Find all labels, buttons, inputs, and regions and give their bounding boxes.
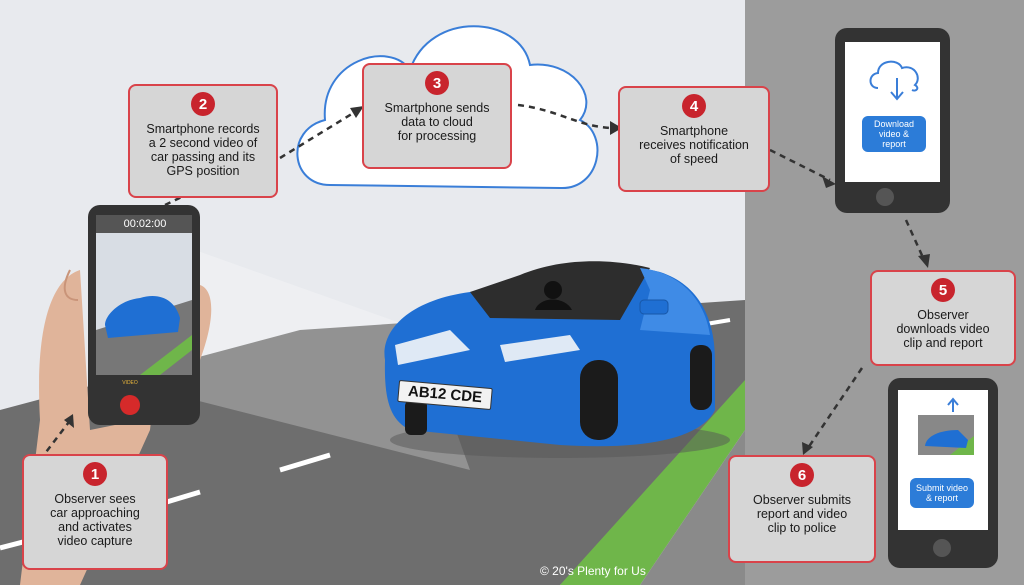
road-edge <box>640 430 745 585</box>
arrow-5-to-6 <box>806 367 864 449</box>
phone-3 <box>888 378 998 568</box>
arrow-heads <box>64 106 930 455</box>
recording-timer: 00:02:00 <box>123 218 167 230</box>
step-2-text: Smartphone records a 2 second video of c… <box>146 122 260 178</box>
arrow-4-to-phone <box>769 148 831 182</box>
phone-1 <box>88 205 200 425</box>
step-3-box: 3 Smartphone sends data to cloud for pro… <box>362 63 512 169</box>
upload-arrow-icon <box>947 397 959 412</box>
road-marking <box>279 452 331 473</box>
step-3-badge: 3 <box>425 71 449 95</box>
step-1-text: Observer sees car approaching and activa… <box>50 492 140 548</box>
step-6-text: Observer submits report and video clip t… <box>753 493 851 535</box>
step-4-text: Smartphone receives notification of spee… <box>639 124 749 166</box>
record-mode-label: VIDEO <box>122 380 138 386</box>
step-6-badge: 6 <box>790 463 814 487</box>
step-1-box: 1 Observer sees car approaching and acti… <box>22 454 168 570</box>
step-4-badge: 4 <box>682 94 706 118</box>
step-6-box: 6 Observer submits report and video clip… <box>728 455 876 563</box>
download-report-button[interactable]: Download video & report <box>862 116 926 152</box>
step-1-badge: 1 <box>83 462 107 486</box>
blue-car <box>384 261 730 458</box>
step-2-box: 2 Smartphone records a 2 second video of… <box>128 84 278 198</box>
step-5-badge: 5 <box>931 278 955 302</box>
arrow-phone-to-5 <box>904 219 927 263</box>
arrow-2-to-3 <box>279 110 356 160</box>
copyright-credit: © 20's Plenty for Us <box>540 564 646 578</box>
step-2-badge: 2 <box>191 92 215 116</box>
step-4-box: 4 Smartphone receives notification of sp… <box>618 86 770 192</box>
cloud-download-icon <box>869 60 919 101</box>
submit-report-button[interactable]: Submit video & report <box>910 478 974 508</box>
arrow-1-to-phone <box>39 417 73 461</box>
step-5-text: Observer downloads video clip and report <box>896 308 990 350</box>
step-5-box: 5 Observer downloads video clip and repo… <box>870 270 1016 366</box>
arrow-3-to-4 <box>517 103 616 130</box>
flow-arrows <box>39 103 927 461</box>
step-3-text: Smartphone sends data to cloud for proce… <box>384 101 490 143</box>
